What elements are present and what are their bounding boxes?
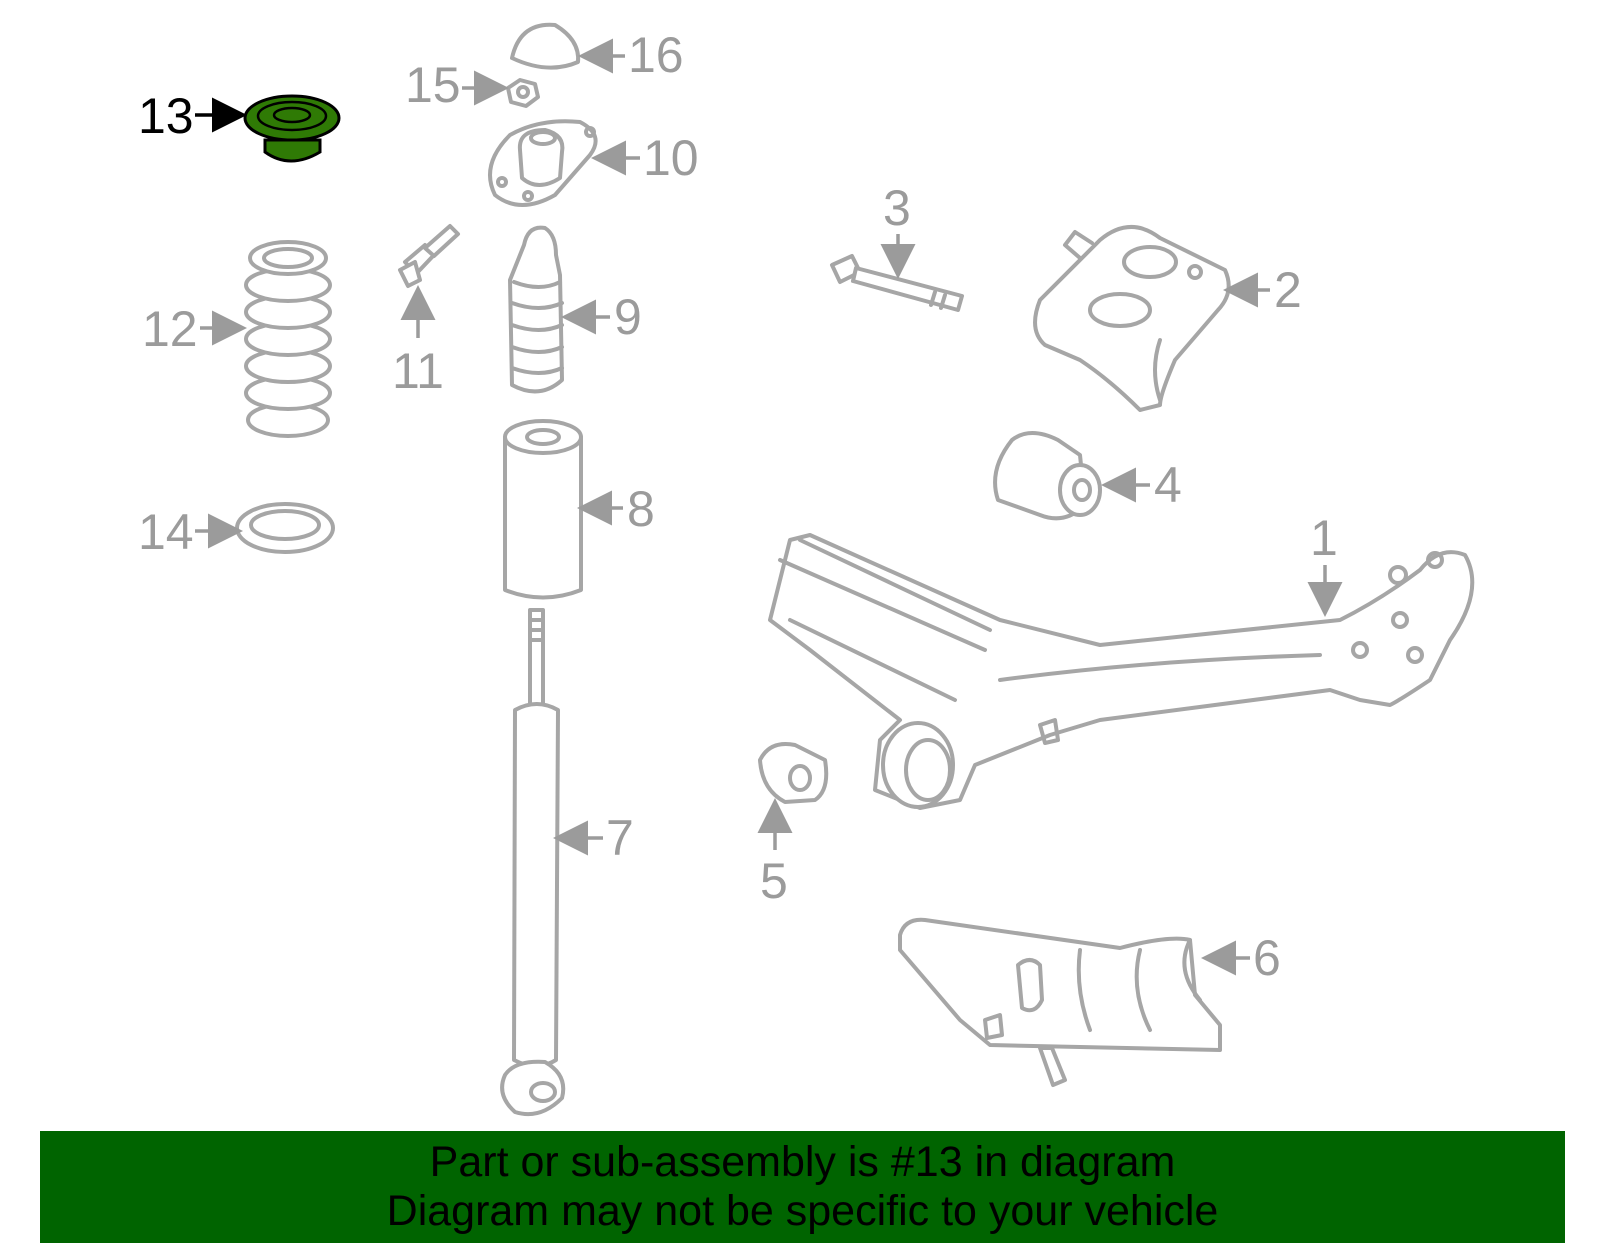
label-16-text: 16 xyxy=(628,27,684,83)
part-14-spring-seat[interactable] xyxy=(235,502,335,554)
label-8: 8 xyxy=(577,481,655,537)
label-6: 6 xyxy=(1201,930,1281,986)
part-4-bushing[interactable] xyxy=(993,431,1102,521)
label-15-text: 15 xyxy=(405,57,461,113)
label-7: 7 xyxy=(553,810,634,866)
part-16-cap[interactable] xyxy=(510,22,581,70)
part-3-bolt[interactable] xyxy=(830,254,964,312)
label-15: 15 xyxy=(405,57,509,113)
part-2-mounting-bracket[interactable] xyxy=(1033,225,1231,412)
label-12-text: 12 xyxy=(142,301,198,357)
label-9: 9 xyxy=(561,289,642,345)
part-13-spring-pad[interactable] xyxy=(243,94,341,163)
part-15-nut[interactable] xyxy=(506,78,540,108)
label-14-text: 14 xyxy=(138,504,194,560)
label-6-text: 6 xyxy=(1253,930,1281,986)
label-10: 10 xyxy=(591,130,699,186)
part-7-shock-absorber[interactable] xyxy=(500,608,566,1117)
banner-line-2: Diagram may not be specific to your vehi… xyxy=(386,1187,1219,1235)
part-10-strut-mount[interactable] xyxy=(488,119,598,207)
part-6-heat-shield[interactable] xyxy=(898,917,1222,1087)
label-4-text: 4 xyxy=(1154,457,1182,513)
label-12: 12 xyxy=(142,301,247,357)
label-5-text: 5 xyxy=(760,853,788,909)
part-8-dust-boot[interactable] xyxy=(503,419,583,600)
part-1-rear-axle-beam[interactable] xyxy=(768,533,1475,810)
label-3: 3 xyxy=(880,180,916,279)
label-11-text: 11 xyxy=(392,343,444,399)
label-5: 5 xyxy=(757,798,793,909)
label-3-text: 3 xyxy=(883,180,911,236)
label-13-text: 13 xyxy=(138,88,194,144)
label-4: 4 xyxy=(1101,457,1182,513)
label-10-text: 10 xyxy=(643,130,699,186)
part-9-bump-stop[interactable] xyxy=(508,225,564,394)
label-2-text: 2 xyxy=(1274,262,1302,318)
label-1: 1 xyxy=(1307,510,1343,617)
part-12-coil-spring[interactable] xyxy=(244,240,332,438)
label-9-text: 9 xyxy=(614,289,642,345)
part-5-bushing[interactable] xyxy=(758,742,829,804)
label-13: 13 xyxy=(138,88,247,144)
banner-line-1: Part or sub-assembly is #13 in diagram xyxy=(429,1138,1176,1186)
label-2: 2 xyxy=(1223,262,1302,318)
label-7-text: 7 xyxy=(606,810,634,866)
label-8-text: 8 xyxy=(627,481,655,537)
label-11: 11 xyxy=(392,285,444,399)
part-11-bolt[interactable] xyxy=(398,224,460,288)
part-info-banner: Part or sub-assembly is #13 in diagram D… xyxy=(40,1131,1565,1243)
label-14: 14 xyxy=(138,504,243,560)
label-1-text: 1 xyxy=(1310,510,1338,566)
label-16: 16 xyxy=(578,27,684,83)
